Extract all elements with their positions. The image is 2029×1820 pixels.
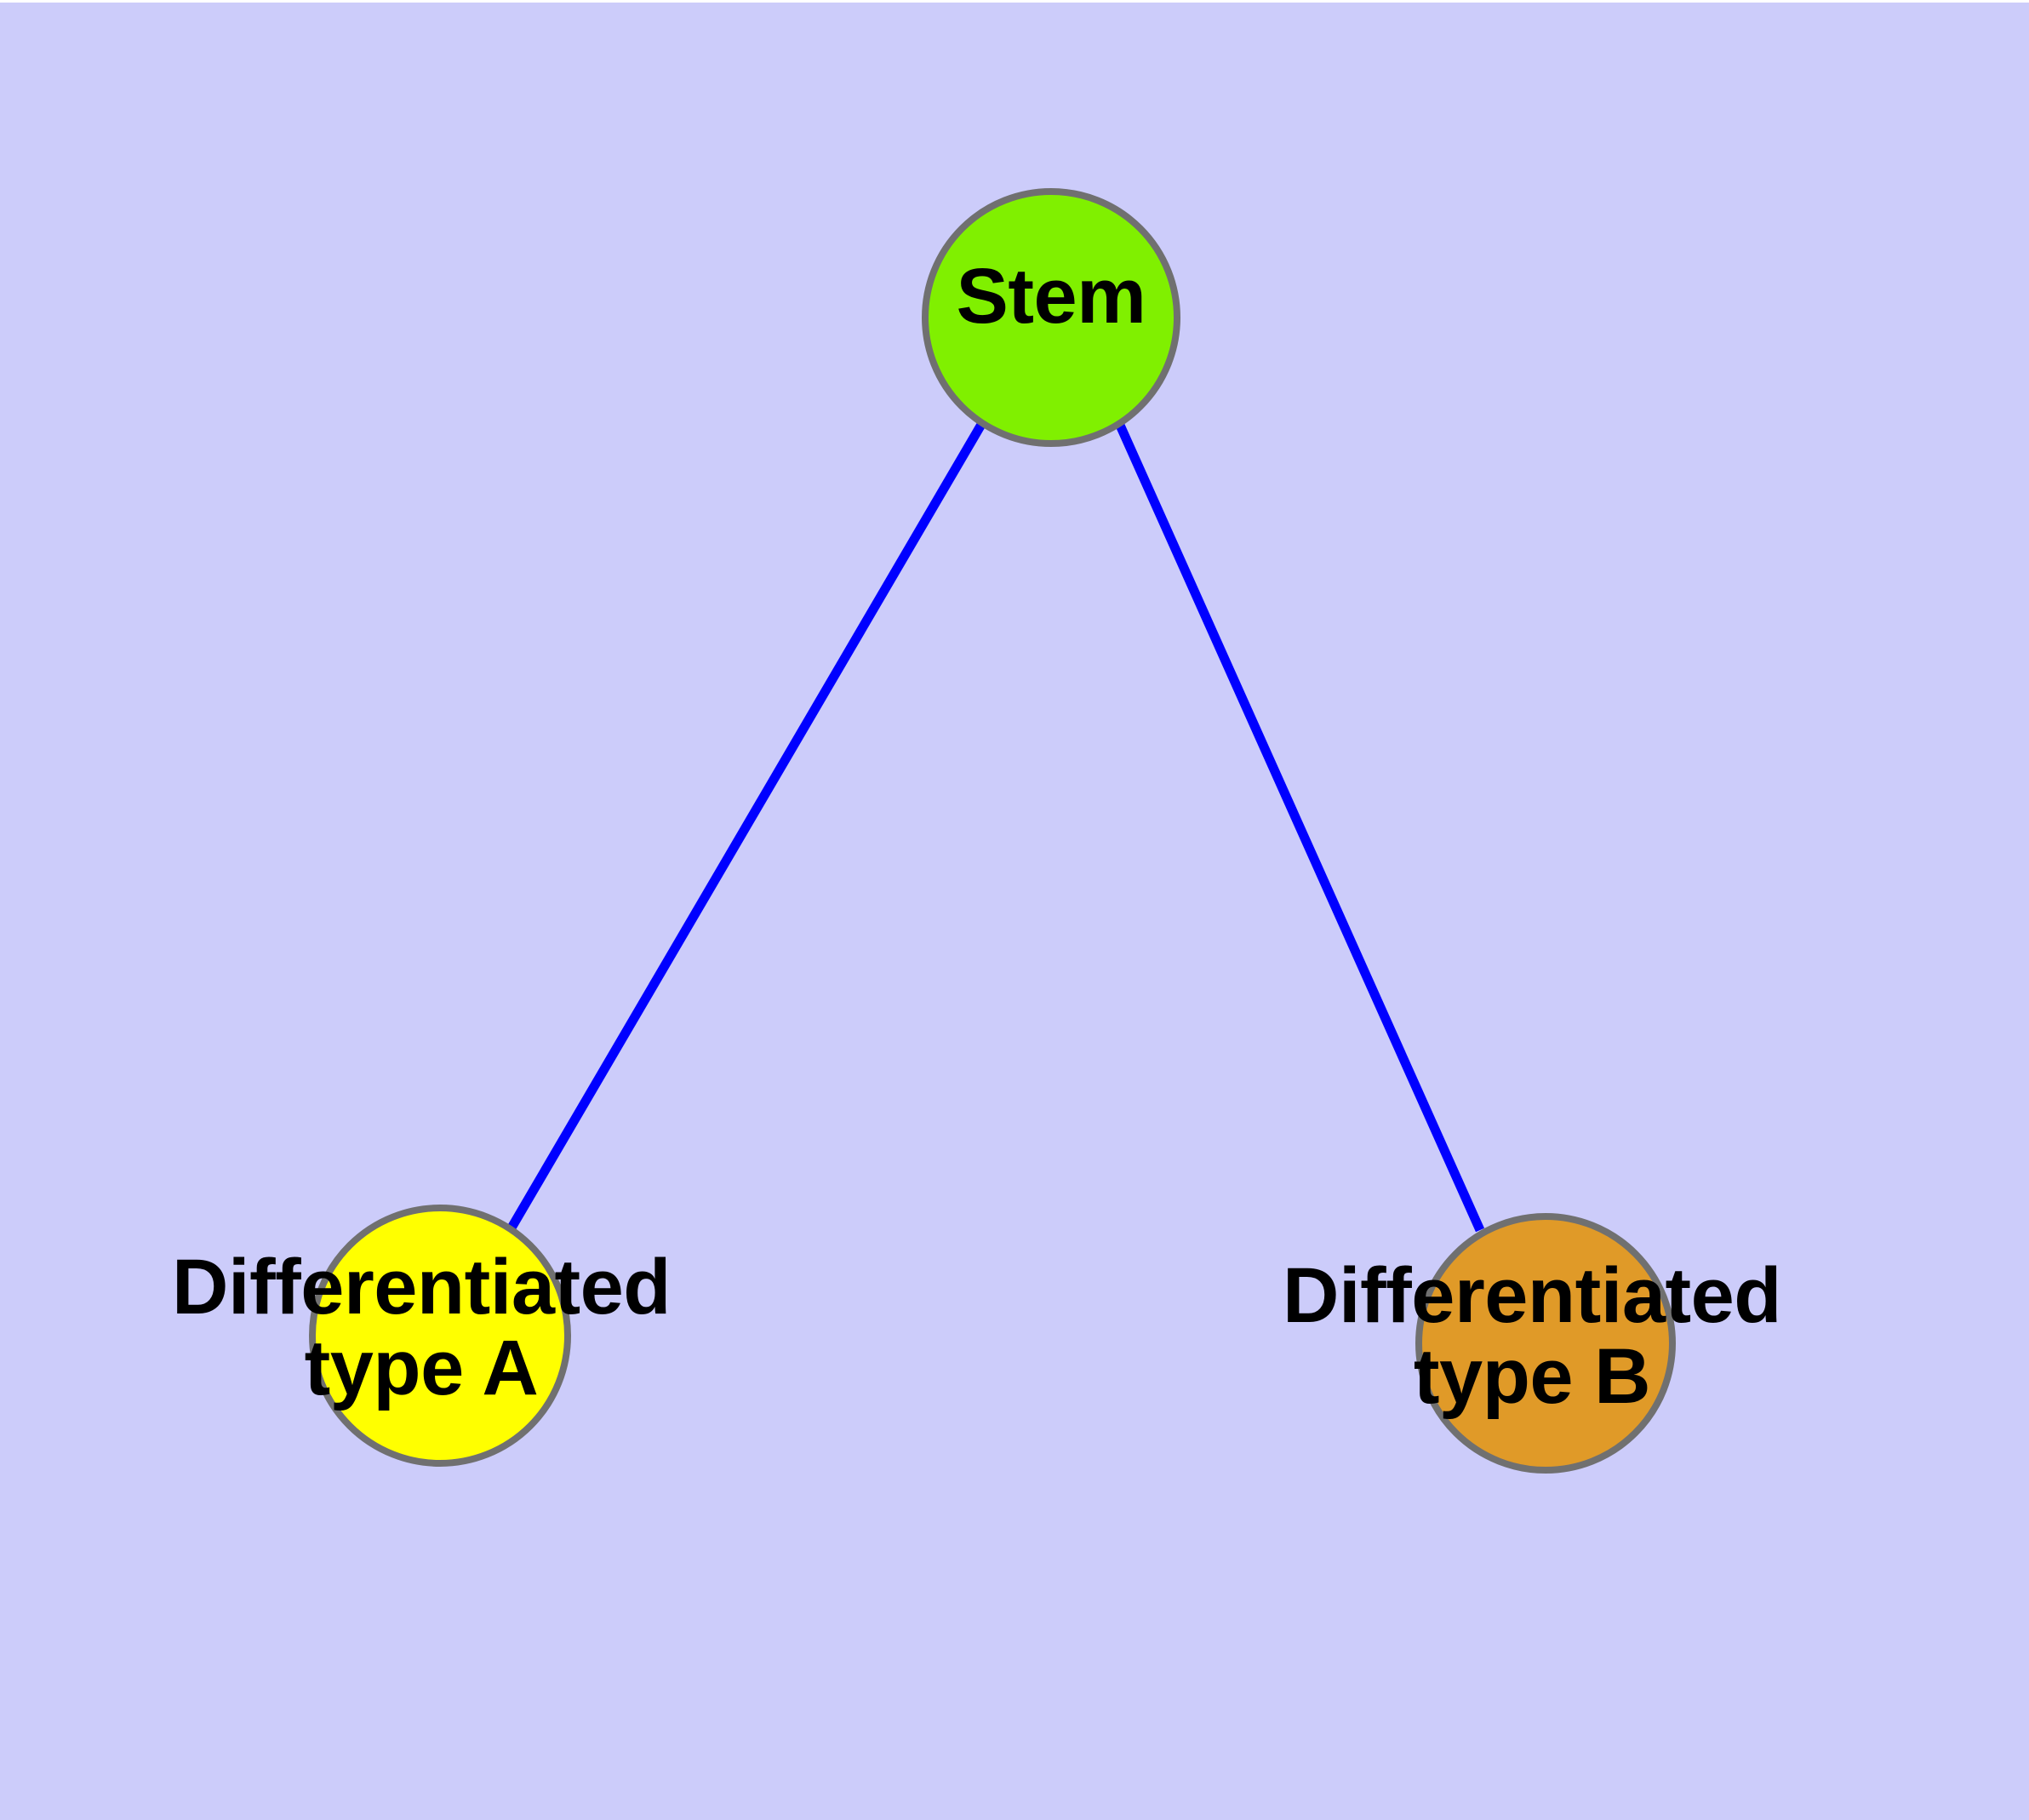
node-stem[interactable] <box>922 188 1180 447</box>
node-differentiated-type-a[interactable] <box>309 1205 571 1467</box>
node-layer <box>309 188 1676 1474</box>
edge-layer <box>506 419 1485 1233</box>
edge-stem-to-type-a[interactable] <box>506 421 986 1232</box>
node-differentiated-type-b[interactable] <box>1415 1213 1676 1474</box>
graph-svg <box>309 188 1676 1474</box>
edge-stem-to-type-b[interactable] <box>1113 419 1485 1233</box>
